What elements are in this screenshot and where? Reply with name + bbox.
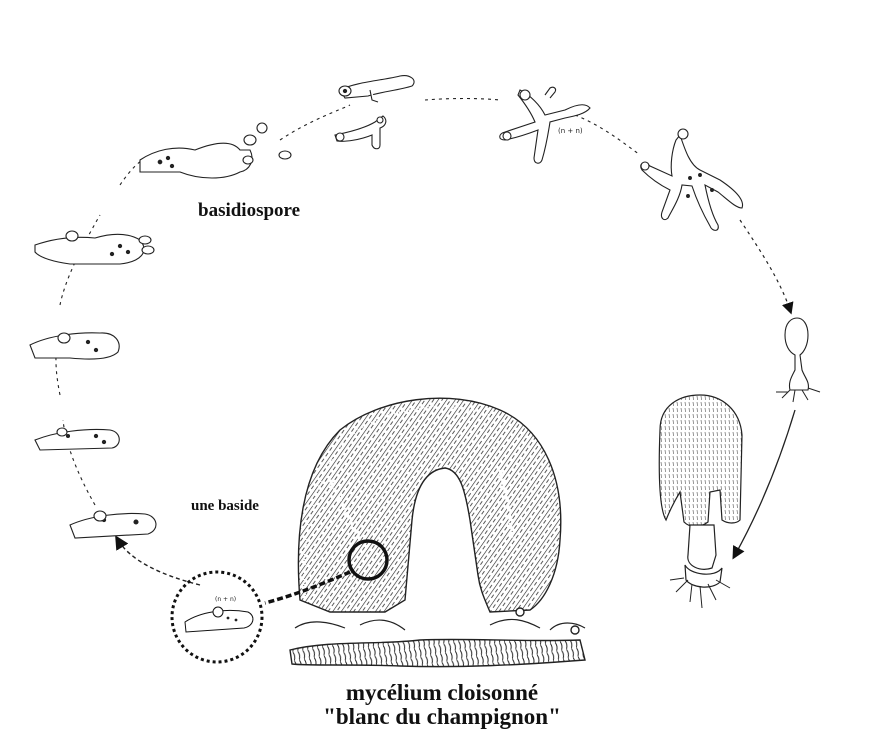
label-baside: une baside <box>191 498 259 514</box>
label-mycelium-line2: "blanc du champignon" <box>0 704 872 730</box>
primordium-drawing <box>776 317 821 403</box>
svg-text:(n + n): (n + n) <box>558 127 583 135</box>
hypha-drawing: (n + n) <box>499 86 744 231</box>
label-mycelium-line1-text: mycélium cloisonné <box>345 680 539 705</box>
label-mycelium-line2-text: "blanc du champignon" <box>323 704 561 729</box>
magnifier-circle: (n + n) <box>170 539 389 664</box>
svg-text:(n + n): (n + n) <box>215 596 236 603</box>
spore-drawing <box>334 75 415 150</box>
basidium-drawing <box>29 122 292 539</box>
gill-section-drawing <box>289 397 586 668</box>
label-basidiospore: basidiospore <box>198 200 301 221</box>
label-mycelium-line1: mycélium cloisonné <box>0 680 872 706</box>
mushroom-drawing <box>658 394 743 609</box>
